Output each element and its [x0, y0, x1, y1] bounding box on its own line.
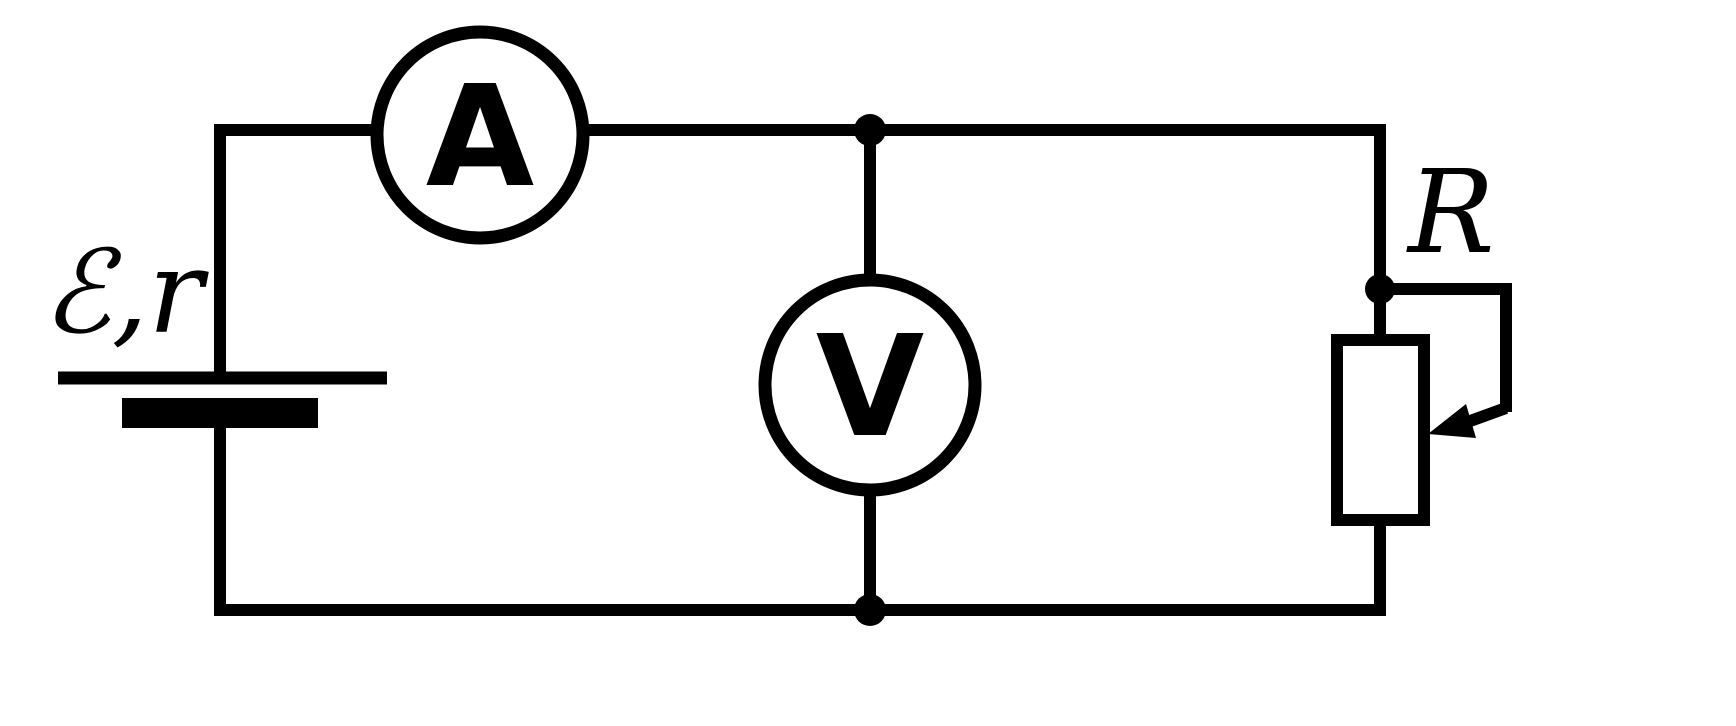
wiper-wire [1380, 283, 1512, 412]
junction-dot-rheostat [1365, 274, 1395, 304]
ammeter-label: A [426, 56, 534, 219]
diagram-labels: ℰ,r R [42, 146, 1495, 360]
resistor-body [1331, 334, 1430, 526]
junction-dot-bottom [854, 594, 886, 626]
battery-label: ℰ,r [42, 226, 209, 360]
junction-dot-top [854, 114, 886, 146]
voltmeter-circle [758, 273, 982, 497]
voltmeter: V [758, 273, 982, 497]
wiper-arrow-icon [1428, 404, 1476, 438]
rheostat-label: R [1406, 146, 1495, 280]
battery-symbol [58, 371, 387, 428]
ammeter: A [370, 25, 590, 245]
voltmeter-label: V [816, 306, 924, 469]
ammeter-circle [370, 25, 590, 245]
rheostat [1331, 274, 1512, 526]
junction-dots [854, 114, 886, 626]
